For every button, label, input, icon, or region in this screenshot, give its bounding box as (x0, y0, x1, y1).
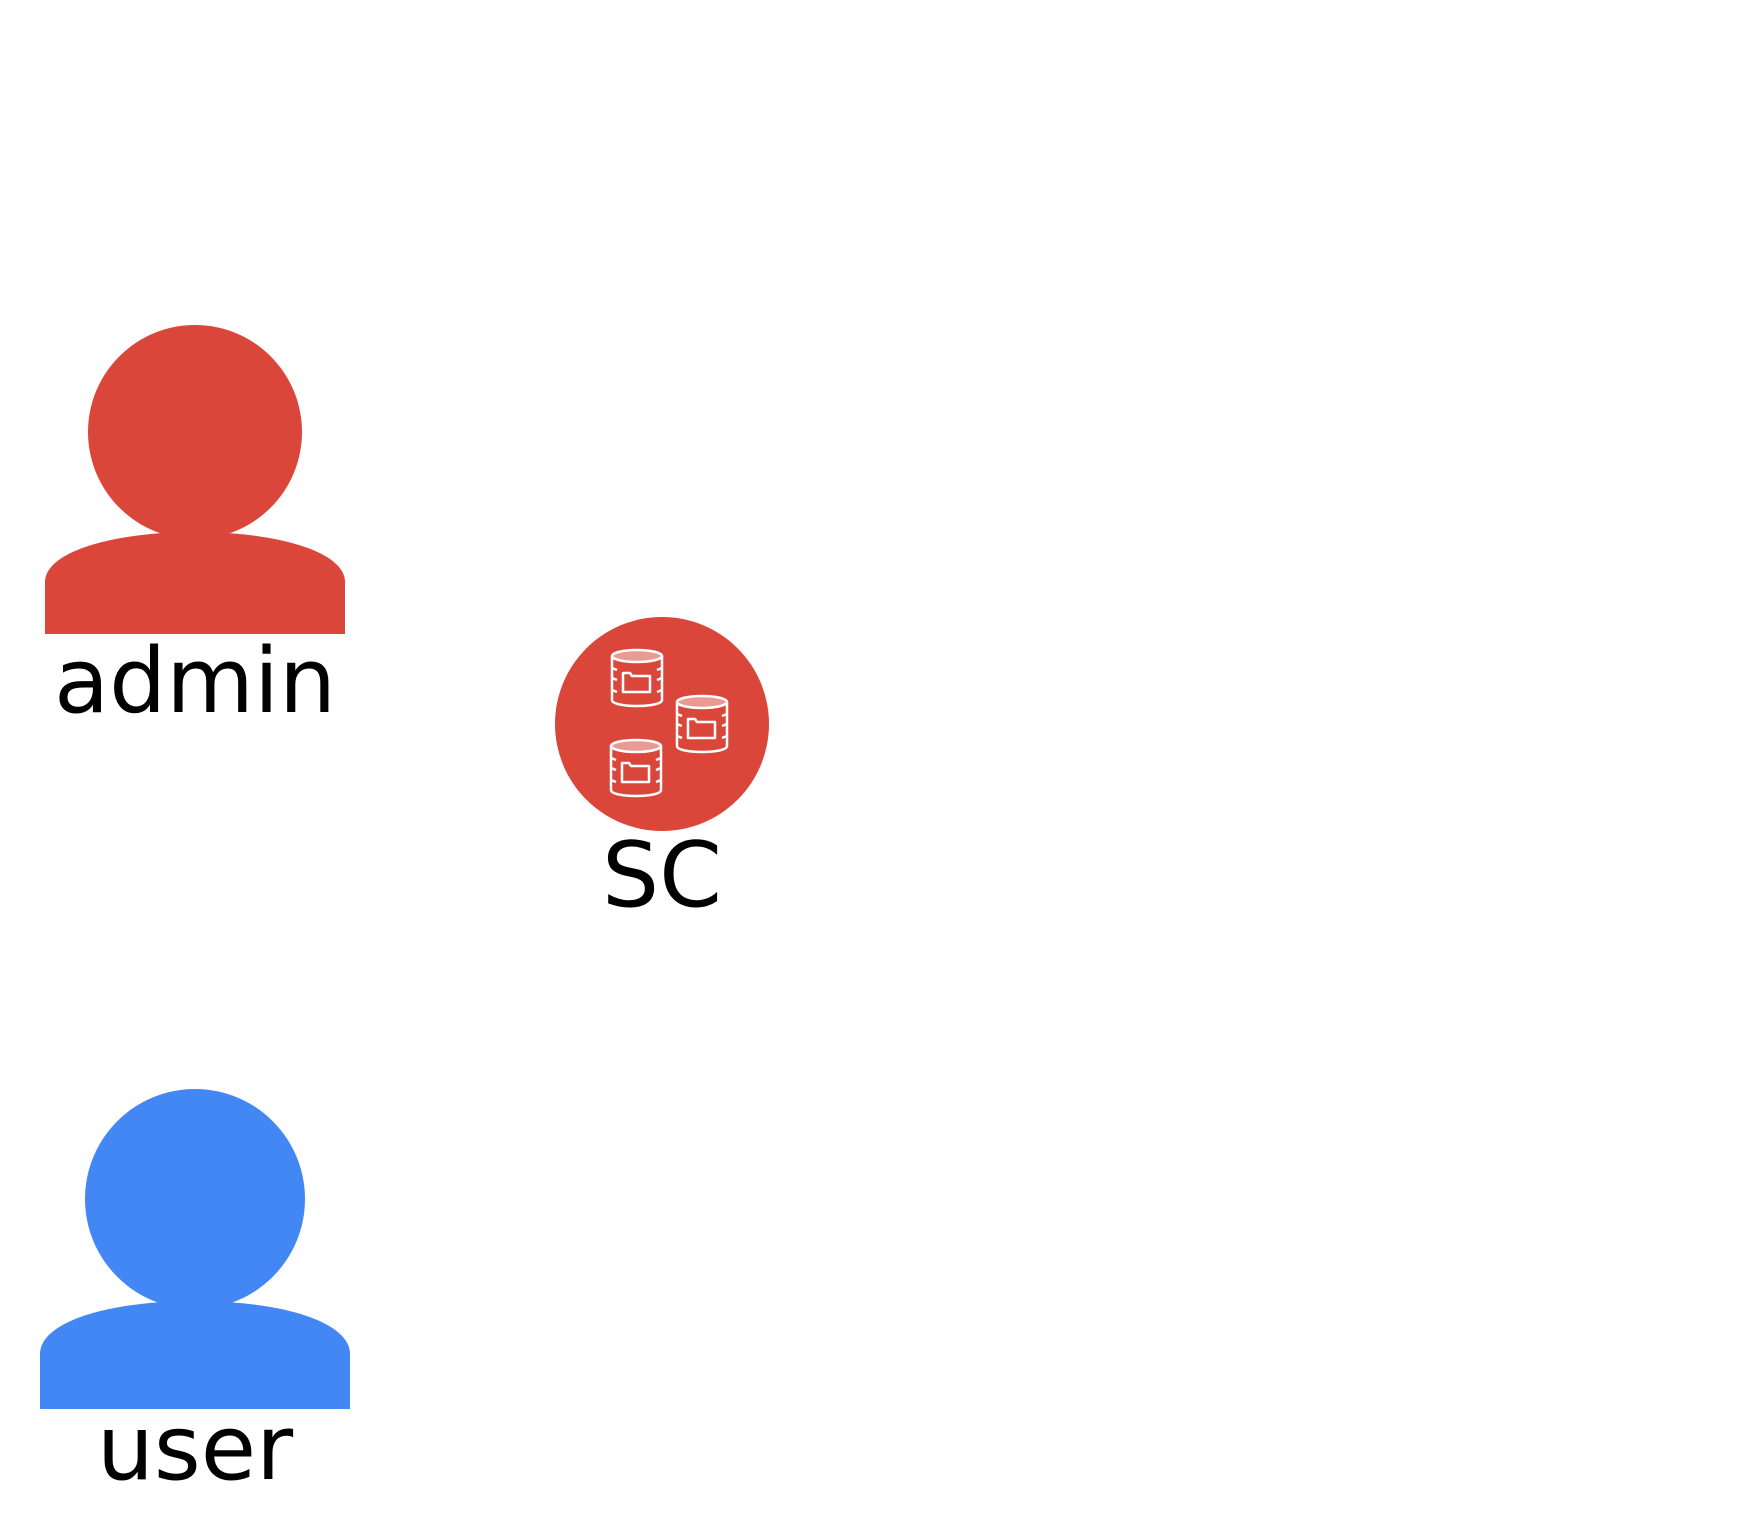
person-icon (45, 325, 345, 634)
database-icon (610, 648, 664, 708)
node-label-user: user (97, 1396, 293, 1501)
node-user[interactable]: user (40, 1089, 350, 1501)
node-label-admin: admin (54, 629, 336, 734)
node-circle-sc (555, 617, 769, 831)
node-sc[interactable]: SC (555, 617, 769, 928)
person-icon (40, 1089, 350, 1409)
node-admin[interactable]: admin (45, 325, 345, 734)
database-icon (609, 738, 663, 798)
database-icon (675, 694, 729, 754)
storage-cluster-icon (609, 648, 729, 798)
node-label-sc: SC (602, 823, 722, 928)
